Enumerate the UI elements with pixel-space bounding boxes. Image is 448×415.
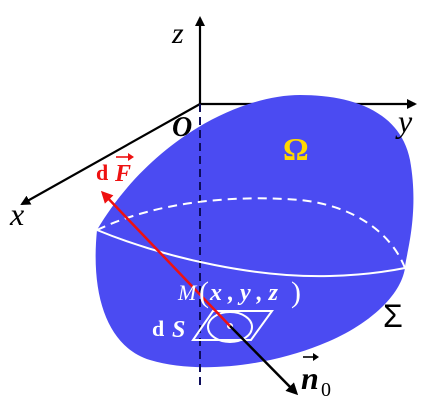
front-curve	[96, 229, 406, 278]
force-label-f: F	[114, 161, 131, 187]
z-axis-label: z	[171, 17, 184, 50]
point-label-close-paren: )	[291, 276, 301, 309]
normal-label-sub: 0	[321, 379, 331, 401]
force-label-arrowhead	[128, 153, 134, 161]
force-label: d F	[96, 153, 134, 187]
origin-label: O	[172, 112, 192, 143]
point-label: M ( x , y , z )	[177, 276, 301, 309]
dashed-back-curve	[96, 197, 406, 269]
x-axis-label: x	[9, 196, 24, 232]
sigma-label: Σ	[383, 298, 403, 334]
x-axis	[20, 103, 201, 205]
normal-label-n: n	[301, 360, 319, 396]
area-label-s: S	[172, 317, 185, 343]
point-label-m: M	[177, 280, 198, 305]
region-body	[95, 95, 414, 368]
surface-element	[191, 310, 274, 341]
force-label-d: d	[96, 160, 108, 185]
normal-vector	[229, 325, 299, 396]
point-label-open-paren: (	[199, 276, 209, 309]
force-vector	[100, 190, 231, 327]
y-axis-label: y	[395, 103, 413, 139]
point-label-args: x , y , z	[209, 280, 279, 306]
area-label-d: d	[152, 316, 164, 341]
surface-element-ellipse	[207, 311, 253, 343]
area-label: d S	[152, 316, 185, 343]
omega-label: Ω	[283, 131, 309, 167]
normal-label-arrowhead	[313, 353, 319, 361]
normal-label: n 0	[301, 353, 331, 401]
